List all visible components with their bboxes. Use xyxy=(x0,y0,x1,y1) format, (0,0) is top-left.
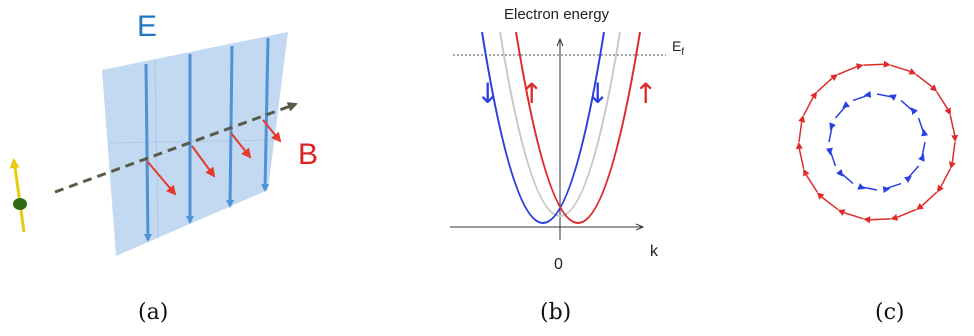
outer-ring-dash xyxy=(951,141,956,163)
b-field-arrows xyxy=(146,119,282,196)
em-wave-drawing xyxy=(9,32,298,256)
outer-ring-arrowhead xyxy=(951,134,959,143)
neutral-band xyxy=(499,31,621,217)
b-field-label: B xyxy=(298,138,319,171)
k-axis-label: k xyxy=(650,243,658,260)
outer-ring-dash xyxy=(890,64,911,73)
outer-ring-arrowhead xyxy=(908,68,917,75)
inner-ring-arrowhead xyxy=(921,128,929,137)
inner-ring-arrowhead xyxy=(863,90,872,98)
outer-ring-arrowhead xyxy=(948,161,956,169)
wave-sheet xyxy=(102,32,288,256)
outer-ring-dash xyxy=(803,96,814,116)
band-diagram-drawing xyxy=(450,31,666,240)
spin-axis xyxy=(12,159,26,233)
outer-ring-arrowhead xyxy=(810,91,818,100)
outer-ring-arrowhead xyxy=(916,203,924,210)
spin-up-arrow-right: ↑ xyxy=(634,77,658,110)
outer-ring-dash xyxy=(949,115,956,136)
outer-ring-arrowhead xyxy=(795,141,803,150)
inner-ring-arrowhead xyxy=(825,147,833,156)
outer-ring-arrowhead xyxy=(830,74,838,81)
spin-up-band xyxy=(515,31,641,224)
inner-ring-arrowhead xyxy=(918,153,925,162)
panel-c-spin-texture: (c) xyxy=(780,0,974,336)
outer-ring-dash xyxy=(805,174,818,193)
spin-down-arrow-left: ↓ xyxy=(476,77,500,110)
outer-ring-dash xyxy=(843,211,864,220)
outer-ring-dash xyxy=(837,65,858,76)
fermi-level-label: Ef xyxy=(672,38,685,58)
outer-ring-dash xyxy=(863,63,884,66)
caption-c: (c) xyxy=(875,300,905,325)
outer-ring-dash xyxy=(936,91,949,110)
inner-ring-arrowhead xyxy=(829,122,836,131)
outer-ring-arrowhead xyxy=(944,107,951,116)
outer-ring-arrowhead xyxy=(837,209,846,216)
outer-ring-arrowhead xyxy=(883,60,891,68)
outer-ring-dash xyxy=(798,121,803,143)
spin-down-arrow-right: ↓ xyxy=(586,77,610,110)
outer-ring-dash xyxy=(921,191,938,207)
propagation-axis xyxy=(54,102,298,194)
zero-label: 0 xyxy=(554,256,563,273)
outer-ring-dash xyxy=(915,73,933,88)
outer-ring-dash xyxy=(870,218,891,221)
spin-down-band xyxy=(481,31,605,224)
spin-up-arrow-left: ↑ xyxy=(520,77,544,110)
inner-ring-arrowhead xyxy=(904,175,912,183)
outer-ring-dash xyxy=(816,77,833,93)
inner-spin-ring xyxy=(825,90,929,194)
e-field-label: E xyxy=(137,10,158,43)
outer-ring-arrowhead xyxy=(803,168,810,177)
outer-ring-arrowhead xyxy=(855,63,864,71)
outer-ring-arrowhead xyxy=(863,216,871,224)
outer-ring-dash xyxy=(896,208,917,219)
outer-ring-dash xyxy=(940,168,951,188)
outer-ring-dash xyxy=(821,196,839,211)
inner-ring-arrowhead xyxy=(910,107,918,115)
panel-b-band-diagram: Electron energy Ef k 0 ↓ ↑ ↓ ↑ (b) xyxy=(400,0,700,336)
outer-ring-arrowhead xyxy=(936,184,944,193)
outer-ring-arrowhead xyxy=(798,115,806,123)
inner-ring-arrowhead xyxy=(836,169,844,177)
outer-spin-ring xyxy=(795,60,959,224)
outer-ring-arrowhead xyxy=(890,213,899,221)
band-title: Electron energy xyxy=(504,6,610,23)
inner-ring-arrowhead xyxy=(882,186,891,194)
inner-ring-arrowhead xyxy=(888,94,897,101)
caption-b: (b) xyxy=(540,300,572,325)
inner-ring-arrowhead xyxy=(857,183,866,190)
panel-a-em-wave: E B (a) xyxy=(0,0,330,336)
outer-ring-dash xyxy=(798,148,805,169)
spin-texture-drawing xyxy=(795,60,959,224)
caption-a: (a) xyxy=(138,300,169,325)
inner-ring-arrowhead xyxy=(842,101,850,109)
particle xyxy=(13,198,27,210)
